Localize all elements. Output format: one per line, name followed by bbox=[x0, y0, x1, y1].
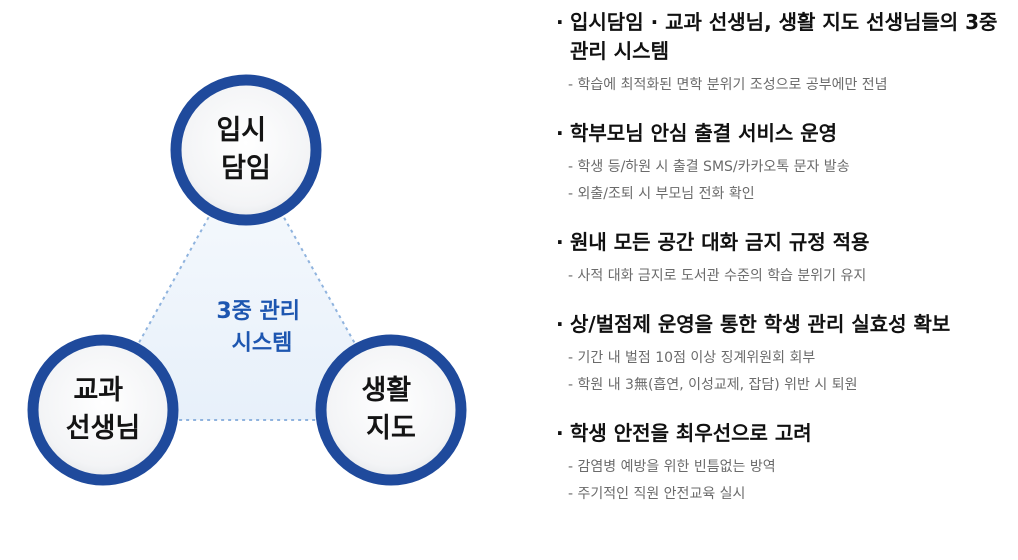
feature-detail: - 학원 내 3無(흡연, 이성교제, 잡담) 위반 시 퇴원 bbox=[568, 377, 858, 393]
feature-item: ·학부모님 안심 출결 서비스 운영 - 학생 등/하원 시 출결 SMS/카카… bbox=[556, 119, 1006, 208]
node-top-line-1: 입시 bbox=[216, 115, 266, 146]
bullet: · bbox=[556, 312, 564, 336]
feature-detail: - 학생 등/하원 시 출결 SMS/카카오톡 문자 발송 bbox=[568, 159, 850, 175]
feature-detail: - 외출/조퇴 시 부모님 전화 확인 bbox=[568, 186, 755, 202]
feature-list: ·입시담임 · 교과 선생님, 생활 지도 선생님들의 3중 관리 시스템 - … bbox=[556, 8, 1006, 528]
node-left: 교과 선생님 bbox=[27, 334, 179, 486]
bullet: · bbox=[556, 421, 564, 445]
center-label-line-1: 3중 관리 bbox=[216, 299, 300, 324]
feature-title: ·학부모님 안심 출결 서비스 운영 bbox=[556, 119, 1006, 148]
feature-title: ·상/벌점제 운영을 통한 학생 관리 실효성 확보 bbox=[556, 310, 1006, 339]
feature-details: - 기간 내 벌점 10점 이상 징계위원회 회부 - 학원 내 3無(흡연, … bbox=[568, 345, 1006, 399]
bullet: · bbox=[556, 230, 564, 254]
center-label: 3중 관리 시스템 bbox=[216, 299, 307, 356]
node-top-line-2: 담임 bbox=[221, 153, 271, 184]
center-label-line-2: 시스템 bbox=[232, 331, 293, 356]
feature-details: - 학습에 최적화된 면학 분위기 조성으로 공부에만 전념 bbox=[568, 72, 1006, 99]
feature-item: ·원내 모든 공간 대화 금지 규정 적용 - 사적 대화 금지로 도서관 수준… bbox=[556, 228, 1006, 290]
feature-item: ·상/벌점제 운영을 통한 학생 관리 실효성 확보 - 기간 내 벌점 10점… bbox=[556, 310, 1006, 399]
feature-title: ·원내 모든 공간 대화 금지 규정 적용 bbox=[556, 228, 1006, 257]
feature-title: ·학생 안전을 최우선으로 고려 bbox=[556, 419, 1006, 448]
feature-title-text: 입시담임 · 교과 선생님, 생활 지도 선생님들의 3중 관리 시스템 bbox=[570, 10, 998, 63]
feature-title: ·입시담임 · 교과 선생님, 생활 지도 선생님들의 3중 관리 시스템 bbox=[556, 8, 1006, 66]
feature-title-text: 상/벌점제 운영을 통한 학생 관리 실효성 확보 bbox=[570, 312, 951, 336]
node-left-line-1: 교과 bbox=[73, 375, 123, 406]
connector-triangle bbox=[94, 147, 400, 421]
bullet: · bbox=[556, 10, 564, 34]
node-left-label: 교과 선생님 bbox=[66, 375, 141, 444]
feature-title-text: 학부모님 안심 출결 서비스 운영 bbox=[570, 121, 838, 145]
node-top: 입시 담임 bbox=[170, 74, 322, 226]
feature-title-text: 원내 모든 공간 대화 금지 규정 적용 bbox=[570, 230, 870, 254]
feature-detail: - 감염병 예방을 위한 빈틈없는 방역 bbox=[568, 459, 776, 475]
feature-item: ·학생 안전을 최우선으로 고려 - 감염병 예방을 위한 빈틈없는 방역 - … bbox=[556, 419, 1006, 508]
feature-title-text: 학생 안전을 최우선으로 고려 bbox=[570, 421, 812, 445]
node-right-line-2: 지도 bbox=[366, 413, 416, 444]
node-right: 생활 지도 bbox=[315, 334, 467, 486]
feature-detail: - 학습에 최적화된 면학 분위기 조성으로 공부에만 전념 bbox=[568, 77, 888, 93]
triple-management-diagram: 3중 관리 시스템 입시 담임 교과 선생님 생활 지도 bbox=[27, 74, 467, 486]
feature-details: - 학생 등/하원 시 출결 SMS/카카오톡 문자 발송 - 외출/조퇴 시 … bbox=[568, 154, 1006, 208]
node-right-label: 생활 지도 bbox=[361, 375, 420, 444]
feature-item: ·입시담임 · 교과 선생님, 생활 지도 선생님들의 3중 관리 시스템 - … bbox=[556, 8, 1006, 99]
bullet: · bbox=[556, 121, 564, 145]
feature-details: - 사적 대화 금지로 도서관 수준의 학습 분위기 유지 bbox=[568, 263, 1006, 290]
feature-detail: - 주기적인 직원 안전교육 실시 bbox=[568, 486, 746, 502]
feature-detail: - 기간 내 벌점 10점 이상 징계위원회 회부 bbox=[568, 350, 816, 366]
node-left-line-2: 선생님 bbox=[66, 413, 141, 444]
feature-details: - 감염병 예방을 위한 빈틈없는 방역 - 주기적인 직원 안전교육 실시 bbox=[568, 454, 1006, 508]
node-right-line-1: 생활 bbox=[361, 375, 411, 406]
node-top-label: 입시 담임 bbox=[216, 115, 275, 184]
feature-detail: - 사적 대화 금지로 도서관 수준의 학습 분위기 유지 bbox=[568, 268, 867, 284]
